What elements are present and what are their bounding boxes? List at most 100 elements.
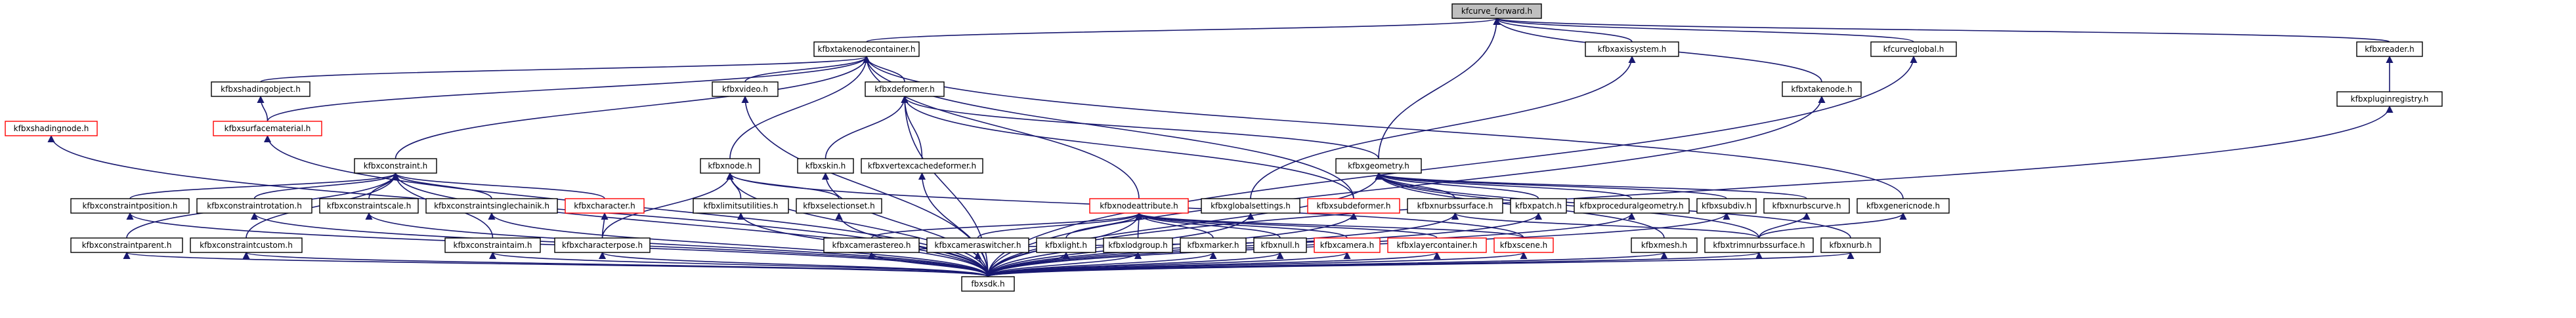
node-box bbox=[1585, 41, 1679, 57]
node-fbxscene[interactable]: kfbxscene.h bbox=[1493, 237, 1554, 253]
node-box bbox=[2336, 91, 2443, 107]
edge-fbxnodeattribute-to-fbxtakenodecontainer bbox=[863, 55, 1140, 199]
edge-fbxglobalsettings-to-fbxaxissystem bbox=[1250, 55, 1636, 199]
node-fbxnodeattribute[interactable]: kfbxnodeattribute.h bbox=[1089, 198, 1189, 214]
node-fbxglobalsettings[interactable]: kfbxglobalsettings.h bbox=[1201, 198, 1300, 214]
node-fbxnurbscurve[interactable]: kfbxnurbscurve.h bbox=[1763, 198, 1850, 214]
node-label: kfbxselectionset.h bbox=[803, 201, 875, 210]
node-fbxnurbssurface[interactable]: kfbxnurbssurface.h bbox=[1407, 198, 1503, 214]
node-label: kfbxnurbscurve.h bbox=[1772, 201, 1841, 210]
node-fbxlayercontainer[interactable]: kfbxlayercontainer.h bbox=[1387, 237, 1487, 253]
node-box bbox=[190, 237, 303, 253]
node-box bbox=[444, 237, 541, 253]
node-label: kfbxconstraintcustom.h bbox=[200, 241, 293, 250]
node-fbxconstraintscale[interactable]: kfbxconstraintscale.h bbox=[319, 198, 419, 214]
node-fbxmarker[interactable]: kfbxmarker.h bbox=[1180, 237, 1247, 253]
node-box bbox=[1036, 237, 1096, 253]
edge-fbxsdk-to-fbxmarker bbox=[987, 251, 1217, 277]
node-fbxselectionset[interactable]: kfbxselectionset.h bbox=[796, 198, 882, 214]
node-fbxlimitsutilities[interactable]: kfbxlimitsutilities.h bbox=[693, 198, 789, 214]
node-label: kfbxconstraintparent.h bbox=[82, 241, 172, 250]
node-box bbox=[926, 237, 1029, 253]
node-fbxlight[interactable]: kfbxlight.h bbox=[1036, 237, 1096, 253]
node-layer: kfcurve_forward.h kfbxtakenodecontainer.h… bbox=[5, 3, 2443, 292]
node-fbxcameraswitcher[interactable]: kfbxcameraswitcher.h bbox=[926, 237, 1029, 253]
node-label: kfbxglobalsettings.h bbox=[1211, 201, 1291, 210]
edge-fbxsdk-to-fbxconstraintaim bbox=[489, 251, 989, 277]
node-fbxreader[interactable]: kfbxreader.h bbox=[2356, 41, 2423, 57]
node-fbxconstraintsinglechain[interactable]: kfbxconstraintsinglechainik.h bbox=[425, 198, 558, 214]
node-fbxmesh[interactable]: kfbxmesh.h bbox=[1631, 237, 1698, 253]
edge-fbxcharacterpose-to-fbxnode bbox=[601, 172, 734, 239]
node-label: kfbxcharacter.h bbox=[574, 201, 635, 210]
node-fbxsubdeformer[interactable]: kfbxsubdeformer.h bbox=[1307, 198, 1400, 214]
node-label: kfbxnurbssurface.h bbox=[1417, 201, 1493, 210]
node-fbxproceduralgeometry[interactable]: kfbxproceduralgeometry.h bbox=[1574, 198, 1690, 214]
node-box bbox=[1180, 237, 1247, 253]
node-fbxsdk[interactable]: fbxsdk.h bbox=[961, 276, 1015, 292]
edge-fbxsubdeformer-to-fbxtakenodecontainer bbox=[863, 55, 1354, 199]
node-fbxgenericnode[interactable]: kfbxgenericnode.h bbox=[1857, 198, 1950, 214]
edge-fbxsdk-to-fbxproceduralgeometry bbox=[987, 212, 1635, 277]
node-label: kfbxconstraint.h bbox=[364, 161, 428, 170]
edge-fbxconstraintsinglechain-to-fbxconstraint bbox=[391, 172, 492, 199]
edge-fbxsdk-to-fbxcharacterpose bbox=[599, 251, 989, 277]
node-box bbox=[1089, 198, 1189, 214]
edge-fbxtakenodecontainer-to-kfcurve_forward bbox=[866, 17, 1501, 43]
node-fbxcurveglobal[interactable]: kfcurveglobal.h bbox=[1870, 41, 1957, 57]
node-fbxsubdiv[interactable]: kfbxsubdiv.h bbox=[1696, 198, 1757, 214]
edge-fbxtrimnurbs-to-fbxgeometry bbox=[1375, 172, 1760, 239]
node-fbxlodgroup[interactable]: kfbxlodgroup.h bbox=[1103, 237, 1173, 253]
node-label: kfbxsubdiv.h bbox=[1702, 201, 1751, 210]
node-fbxcamera[interactable]: kfbxcamera.h bbox=[1314, 237, 1381, 253]
node-fbxdeformer[interactable]: kfbxdeformer.h bbox=[865, 81, 945, 97]
node-fbxvideo[interactable]: kfbxvideo.h bbox=[712, 81, 779, 97]
node-fbxconstraintposition[interactable]: kfbxconstraintposition.h bbox=[70, 198, 190, 214]
node-box bbox=[70, 198, 190, 214]
node-fbxshadingnode[interactable]: kfbxshadingnode.h bbox=[5, 121, 98, 136]
node-box bbox=[1631, 237, 1698, 253]
node-box bbox=[1763, 198, 1850, 214]
node-fbxcharacterpose[interactable]: kfbxcharacterpose.h bbox=[554, 237, 651, 253]
node-fbxvertexcache[interactable]: kfbxvertexcachedeformer.h bbox=[861, 158, 983, 174]
node-fbxpatch[interactable]: kfbxpatch.h bbox=[1510, 198, 1567, 214]
node-fbxplugin[interactable]: kfbxpluginregistry.h bbox=[2336, 91, 2443, 107]
node-fbxnull[interactable]: kfbxnull.h bbox=[1253, 237, 1307, 253]
node-fbxnurb[interactable]: kfbxnurb.h bbox=[1820, 237, 1881, 253]
edge-fbxcamerastereo-to-fbxnodeattribute bbox=[870, 212, 1143, 239]
edge-fbxsdk-to-fbxconstraintcustom bbox=[243, 251, 989, 277]
node-label: kfbxskin.h bbox=[805, 161, 846, 170]
node-box bbox=[565, 198, 645, 214]
node-fbxnode[interactable]: kfbxnode.h bbox=[700, 158, 760, 174]
node-label: kfbxvideo.h bbox=[722, 85, 768, 94]
node-fbxconstraintcustom[interactable]: kfbxconstraintcustom.h bbox=[190, 237, 303, 253]
node-fbxgeometry[interactable]: kfbxgeometry.h bbox=[1335, 158, 1422, 174]
node-fbxconstraint[interactable]: kfbxconstraint.h bbox=[354, 158, 437, 174]
node-fbxtrimnurbs[interactable]: kfbxtrimnurbssurface.h bbox=[1704, 237, 1814, 253]
node-fbxsurfacematerial[interactable]: kfbxsurfacematerial.h bbox=[213, 121, 322, 136]
node-fbxaxissystem[interactable]: kfbxaxissystem.h bbox=[1585, 41, 1679, 57]
node-box bbox=[796, 198, 882, 214]
node-fbxcharacter[interactable]: kfbxcharacter.h bbox=[565, 198, 645, 214]
edge-fbxcurveglobal-to-kfcurve_forward bbox=[1493, 17, 1914, 43]
node-fbxconstraintrotation[interactable]: kfbxconstraintrotation.h bbox=[196, 198, 312, 214]
edge-fbxsdk-to-fbxconstraintparent bbox=[123, 251, 989, 277]
node-kfcurve_forward[interactable]: kfcurve_forward.h bbox=[1451, 3, 1542, 19]
node-label: kfbxaxissystem.h bbox=[1598, 45, 1667, 54]
node-fbxtakenodecontainer[interactable]: kfbxtakenodecontainer.h bbox=[813, 41, 920, 57]
edge-fbxcameraswitcher-to-fbxnodeattribute bbox=[977, 212, 1143, 239]
node-box bbox=[797, 158, 854, 174]
node-box bbox=[1451, 3, 1542, 19]
node-fbxconstraintaim[interactable]: kfbxconstraintaim.h bbox=[444, 237, 541, 253]
node-label: kfbxcharacterpose.h bbox=[562, 241, 643, 250]
node-fbxskin[interactable]: kfbxskin.h bbox=[797, 158, 854, 174]
edge-fbxnurbscurve-to-fbxgeometry bbox=[1375, 172, 1807, 199]
edge-fbxtrimnurbs-to-fbxnurbssurface bbox=[1451, 212, 1760, 239]
node-fbxtakenode[interactable]: kfbxtakenode.h bbox=[1782, 81, 1862, 97]
node-fbxshadingobject[interactable]: kfbxshadingobject.h bbox=[211, 81, 311, 97]
node-fbxconstraintparent[interactable]: kfbxconstraintparent.h bbox=[70, 237, 183, 253]
node-fbxcamerastereo[interactable]: kfbxcamerastereo.h bbox=[823, 237, 920, 253]
edge-fbxnode-to-fbxtakenodecontainer bbox=[729, 55, 870, 159]
